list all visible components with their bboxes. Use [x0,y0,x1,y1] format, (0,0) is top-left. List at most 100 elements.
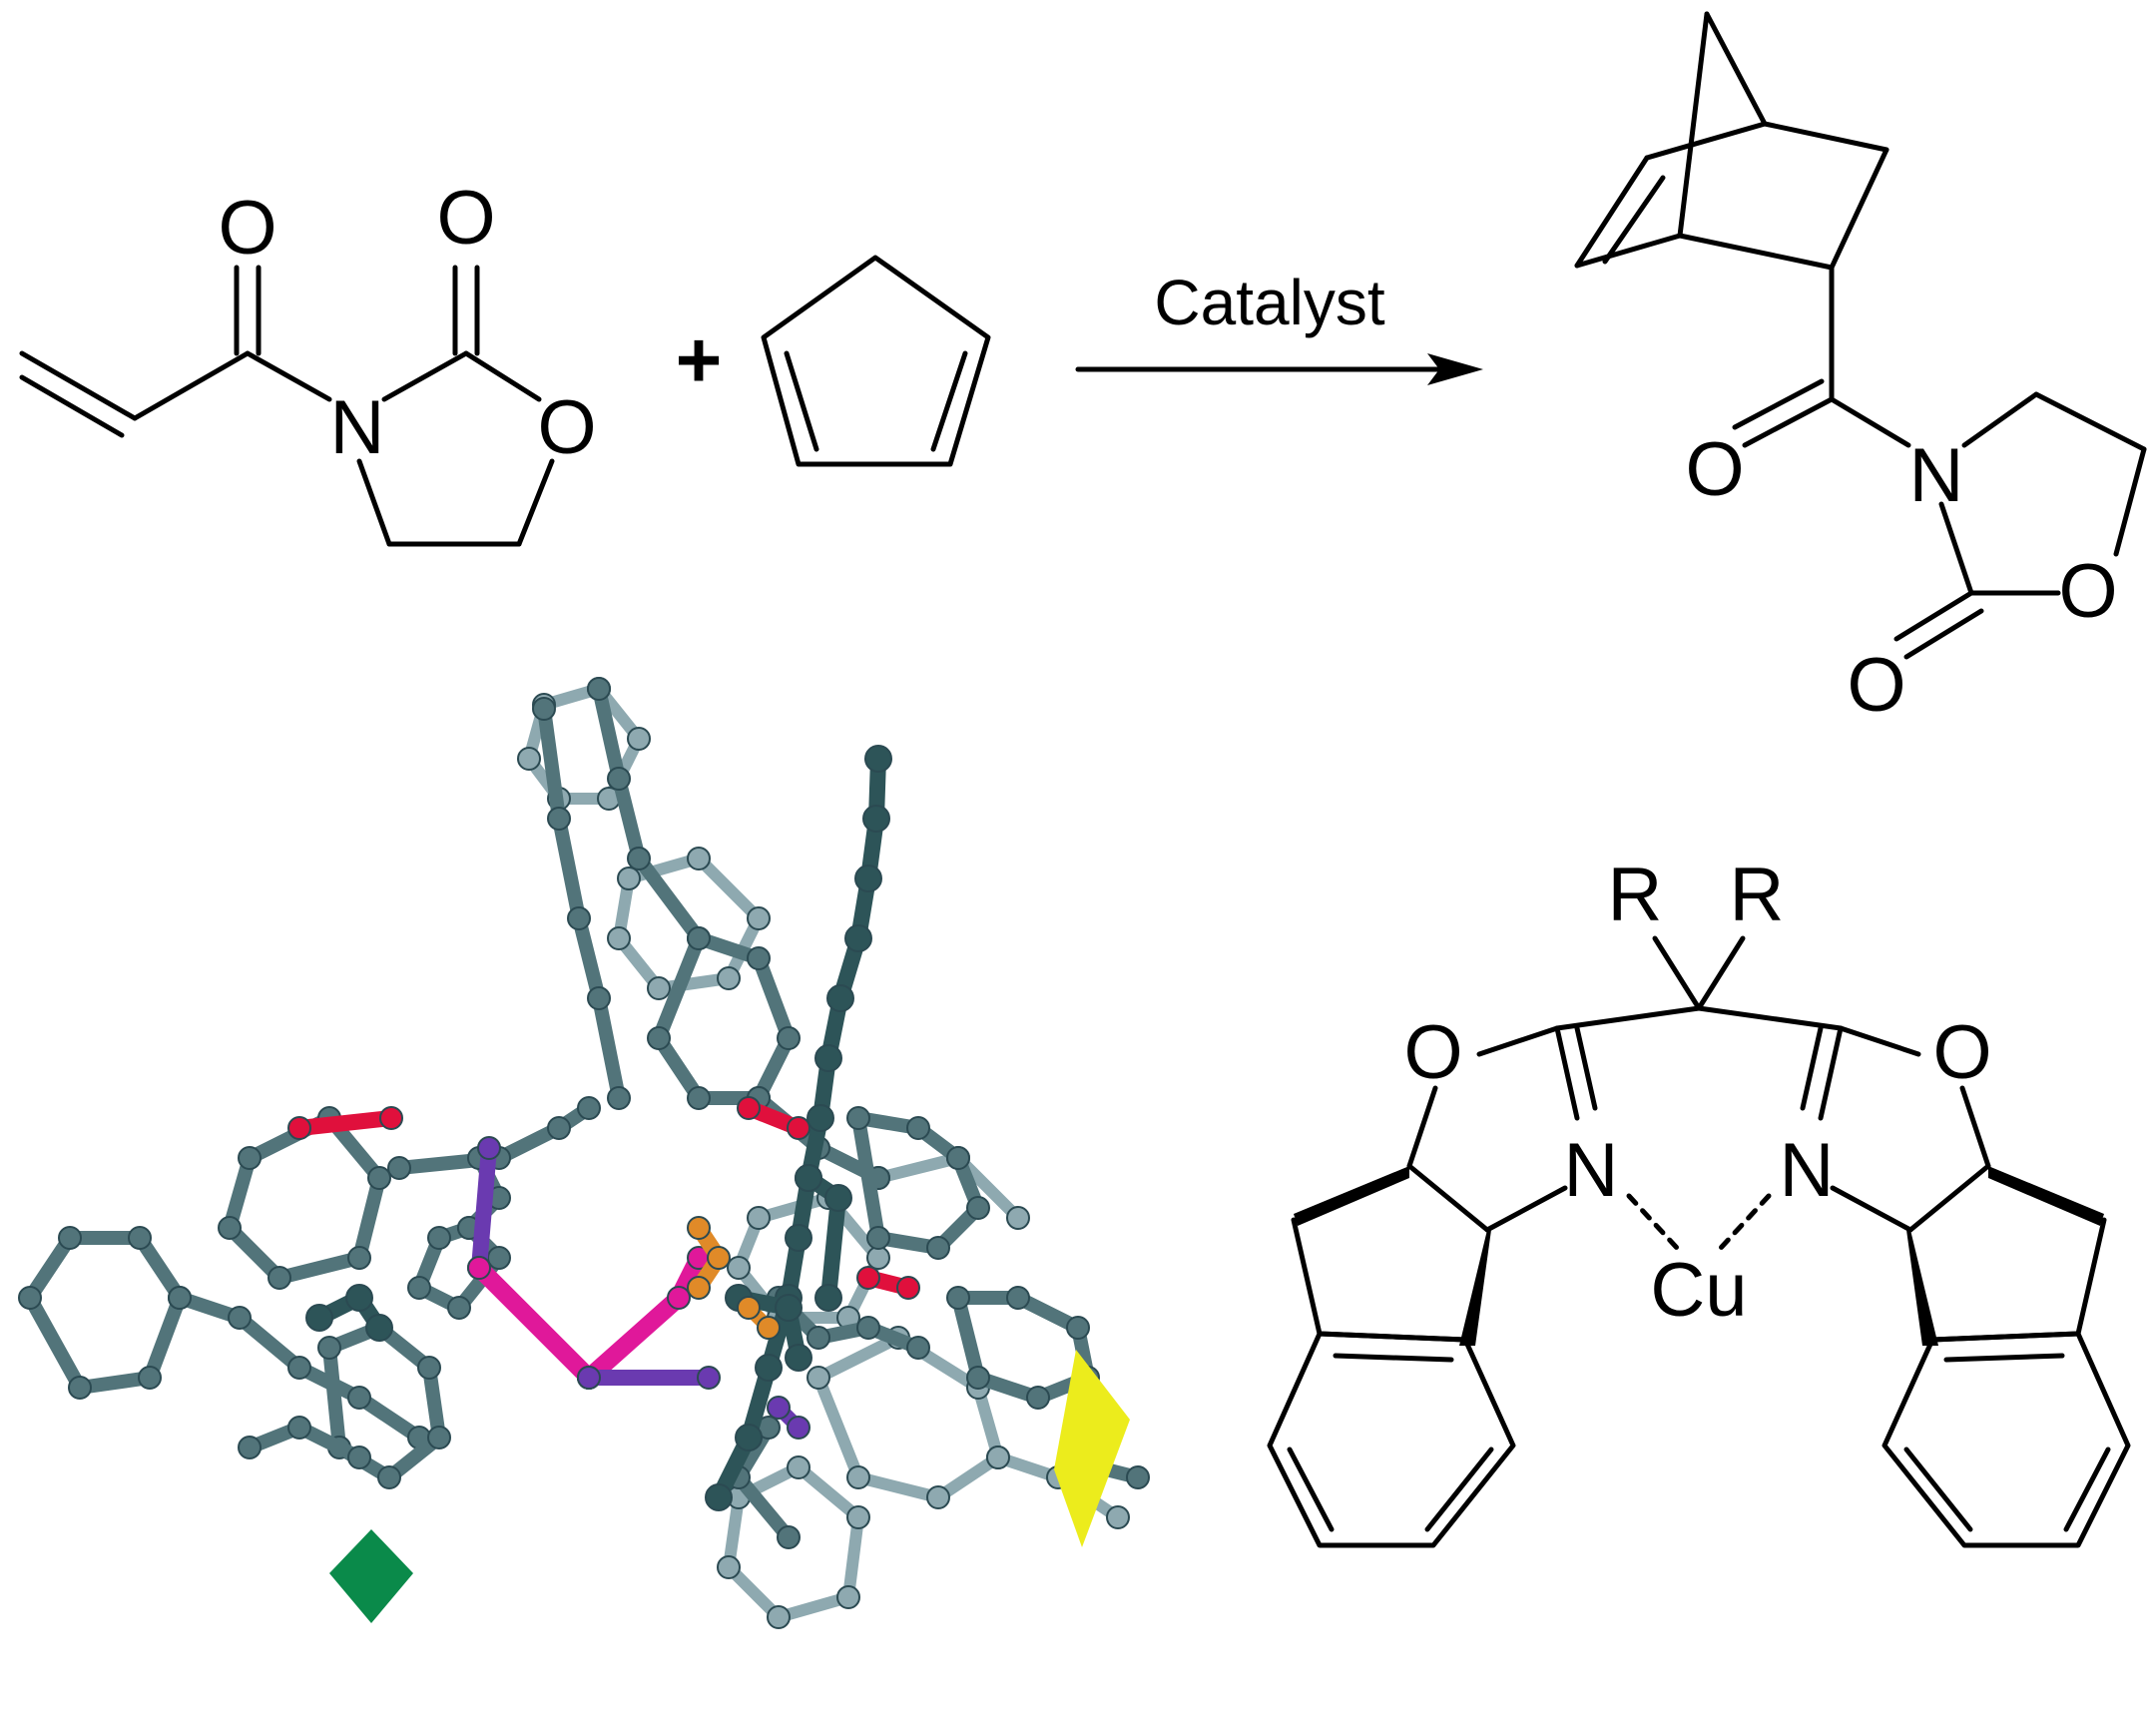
atom-o-product-ring: O [2058,549,2117,634]
model-atom [844,924,872,952]
model-atom [717,1555,741,1579]
model-atom [846,1465,870,1489]
model-atom [517,747,541,771]
model-atom [807,1366,830,1390]
model-atom [735,1424,763,1451]
model-atom [427,1426,451,1449]
r-group-right: R [1730,853,1785,937]
model-atom [18,1286,42,1310]
yellow-highlight-face [1054,1350,1130,1547]
model-bond [580,1289,688,1387]
model-atom [1026,1386,1050,1410]
model-bond [753,1192,834,1224]
model-bond [592,682,626,786]
model-atom [1106,1505,1130,1529]
model-atom [755,1354,783,1382]
model-bond [812,1332,904,1384]
model-atom [747,946,771,970]
model-atom [777,1026,801,1050]
model-bond [852,1471,944,1503]
model-atom [1066,1316,1090,1340]
atom-n-box-right: N [1780,1128,1835,1213]
model-atom [587,986,611,1010]
model-atom [767,1396,791,1420]
model-bond [732,1470,796,1544]
model-atom [647,1026,671,1050]
acryloyl-oxazolidinone-structure: O O N O [19,176,597,547]
model-atom [824,1184,852,1212]
model-bond [233,1311,306,1375]
atom-o-carbonyl-1: O [218,186,276,271]
model-atom [627,727,651,751]
model-atom [487,1246,511,1270]
model-atom [757,1316,781,1340]
model-atom [785,1344,812,1372]
model-atom [447,1296,471,1320]
atom-cu-center: Cu [1650,1248,1747,1333]
model-atom [707,1246,731,1270]
atom-n-box-left: N [1564,1128,1619,1213]
model-atom [317,1336,341,1360]
green-diamond-marker [329,1529,413,1623]
model-atom [407,1276,431,1300]
model-bond [223,1151,257,1235]
model-atom [866,1226,890,1250]
arrow-label-catalyst: Catalyst [1154,267,1384,338]
model-bond [972,1382,1004,1463]
model-atom [727,1256,751,1280]
atom-o-ring: O [537,385,596,470]
model-bond [632,852,706,945]
model-atom [687,1216,711,1240]
model-atom [168,1286,192,1310]
model-atom [667,1286,691,1310]
model-atom [607,767,631,791]
model-atom [926,1485,950,1509]
model-atom [627,847,651,870]
model-atom [607,1086,631,1110]
model-atom [795,1164,822,1192]
model-atom [864,745,892,773]
model-atom [896,1276,920,1300]
cu-bisoxazoline-catalyst-structure: R R O O N N Cu [1267,853,2131,1548]
model-atom [854,865,882,892]
model-atom [1006,1286,1030,1310]
model-atom [587,677,611,701]
model-atom [946,1146,970,1170]
model-atom [866,1246,890,1270]
model-atom [767,1605,791,1629]
model-bond [133,1231,187,1305]
model-atom [926,1236,950,1260]
model-atom [547,1116,571,1140]
model-bond [272,1251,366,1285]
model-atom [577,1096,601,1120]
model-atom [747,1206,771,1230]
model-atom [814,1044,842,1072]
model-atom [814,1284,842,1312]
model-bond [572,911,606,1005]
model-bond [537,702,566,826]
model-atom [58,1226,82,1250]
model-bond [471,1140,497,1276]
model-atom [687,926,711,950]
model-bond [932,1451,1004,1503]
atom-o-carbonyl-2: O [436,176,495,261]
model-atom [218,1216,242,1240]
model-atom [777,1525,801,1549]
model-atom [287,1116,311,1140]
model-atom [807,1104,834,1132]
model-bond [693,853,765,924]
model-atom [906,1116,930,1140]
model-atom [647,976,671,1000]
model-atom [966,1366,990,1390]
model-atom [747,906,771,930]
model-atom [345,1284,373,1312]
model-bond [812,1372,864,1483]
model-bond [352,1391,426,1445]
model-atom [547,807,571,831]
model-atom [846,1106,870,1130]
model-atom [966,1196,990,1220]
model-bond [23,1291,87,1395]
model-atom [347,1386,371,1410]
model-bond [820,1190,846,1306]
model-bond [793,1461,864,1523]
